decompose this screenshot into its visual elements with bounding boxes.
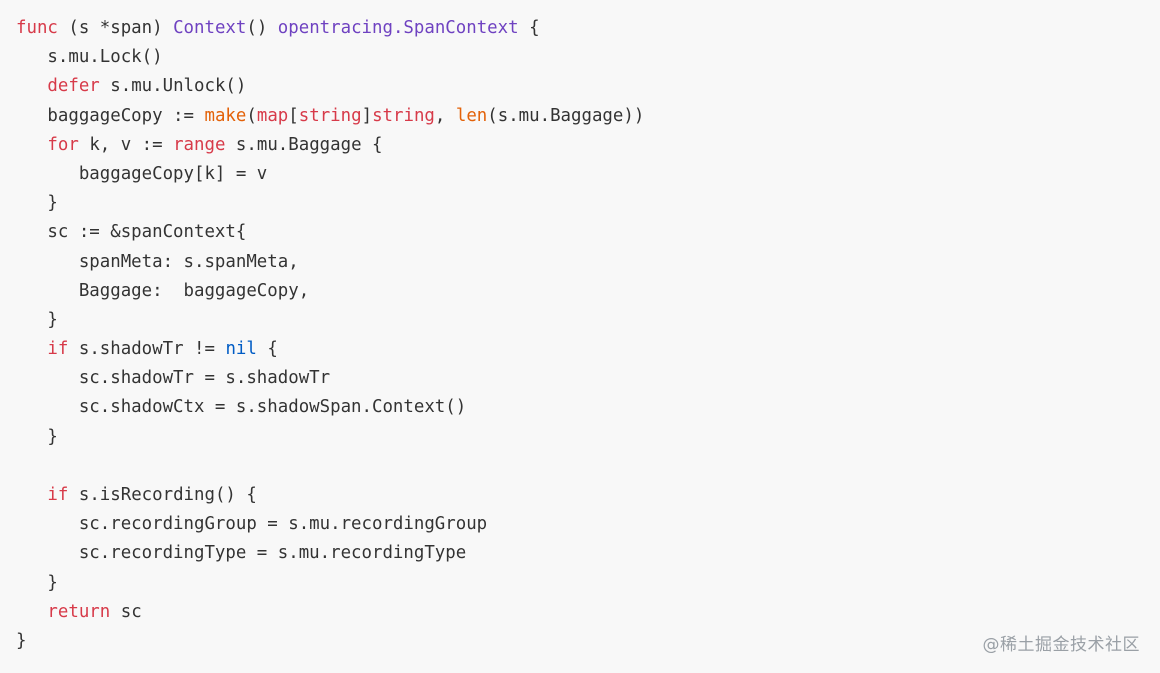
code-line: } (16, 189, 644, 218)
code-token: nil (225, 339, 257, 360)
code-token: } (16, 572, 58, 593)
code-token: defer (47, 76, 100, 97)
code-line: } (16, 306, 644, 335)
code-line: if s.shadowTr != nil { (16, 335, 644, 364)
code-token: } (16, 630, 27, 651)
code-token: len (455, 105, 488, 126)
code-token: func (16, 18, 58, 38)
watermark: @稀土掘金技术社区 (982, 635, 1140, 655)
code-token: ( (246, 105, 257, 126)
code-token: if (47, 339, 69, 360)
code-line: if s.isRecording() { (16, 481, 644, 510)
code-token: s.shadowTr != (68, 339, 226, 360)
code-token: sc.shadowCtx = s.shadowSpan.Context() (16, 397, 467, 418)
code-line: func (s *span) Context() opentracing.Spa… (16, 14, 644, 43)
code-token: range (173, 134, 226, 155)
code-token: string (298, 105, 362, 126)
code-listing: func (s *span) Context() opentracing.Spa… (16, 14, 644, 656)
code-line: } (16, 423, 644, 452)
code-token: } (16, 309, 58, 330)
code-line: baggageCopy[k] = v (16, 160, 644, 189)
code-token: for (47, 134, 79, 155)
code-line: for k, v := range s.mu.Baggage { (16, 131, 644, 160)
code-token (16, 339, 47, 359)
code-token: ] (361, 105, 373, 126)
code-token: k, v := (78, 134, 174, 155)
code-line: sc.shadowCtx = s.shadowSpan.Context() (16, 393, 644, 422)
code-line: sc := &spanContext{ (16, 218, 644, 247)
code-line: spanMeta: s.spanMeta, (16, 248, 644, 277)
code-token: map (256, 105, 289, 126)
code-token: () (246, 18, 278, 38)
code-token: return (47, 601, 111, 622)
code-token: s.isRecording() { (68, 485, 257, 505)
code-token: } (16, 193, 58, 214)
code-token: (s *span) (57, 18, 174, 38)
code-token: spanMeta: s.spanMeta, (16, 251, 299, 272)
code-token: sc.shadowTr = s.shadowTr (16, 368, 331, 389)
code-line: sc.recordingGroup = s.mu.recordingGroup (16, 510, 644, 539)
code-token: baggageCopy := (16, 105, 205, 126)
code-line (16, 452, 644, 481)
code-token: sc.recordingType = s.mu.recordingType (16, 543, 467, 564)
code-token: Context (173, 18, 247, 38)
code-token: s.mu.Baggage { (225, 134, 383, 155)
code-token (16, 76, 47, 96)
code-line: Baggage: baggageCopy, (16, 277, 644, 306)
code-token: opentracing.SpanContext (277, 18, 519, 38)
code-token (16, 485, 47, 505)
code-token: sc.recordingGroup = s.mu.recordingGroup (16, 514, 488, 535)
code-line: sc.shadowTr = s.shadowTr (16, 364, 644, 393)
code-line: return sc (16, 598, 644, 627)
code-token: [ (288, 105, 299, 126)
code-token: s.mu.Unlock() (99, 76, 247, 97)
code-token: make (204, 105, 247, 126)
code-line: sc.recordingType = s.mu.recordingType (16, 539, 644, 568)
code-line: baggageCopy := make(map[string]string, l… (16, 102, 644, 131)
code-token: } (16, 426, 58, 447)
code-token: sc (110, 601, 142, 622)
code-token: string (372, 105, 435, 126)
code-token: Baggage: baggageCopy, (16, 280, 310, 301)
code-token: { (518, 18, 540, 38)
code-token: (s.mu.Baggage)) (487, 105, 645, 126)
code-line: s.mu.Lock() (16, 43, 644, 72)
code-token: if (47, 485, 69, 505)
code-token: { (256, 339, 278, 360)
code-line: } (16, 569, 644, 598)
code-token: sc := &spanContext{ (16, 222, 247, 243)
code-line: } (16, 627, 644, 656)
code-token: baggageCopy[k] = v (16, 163, 268, 184)
code-token: , (434, 105, 456, 126)
code-token: s.mu.Lock() (16, 47, 163, 68)
code-line: defer s.mu.Unlock() (16, 72, 644, 101)
code-token (16, 602, 47, 622)
code-token (16, 135, 47, 155)
